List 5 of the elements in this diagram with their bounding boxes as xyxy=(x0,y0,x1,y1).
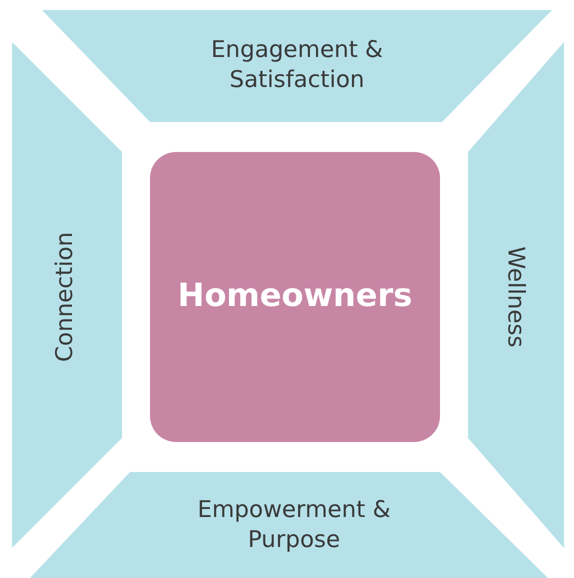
panel-label: Wellness xyxy=(500,246,529,348)
panel-label: Engagement & Satisfaction xyxy=(210,36,384,95)
panel-label: Empowerment & Purpose xyxy=(196,496,392,555)
panel-label: Connection xyxy=(51,232,80,362)
center-title: Homeowners xyxy=(176,275,414,316)
